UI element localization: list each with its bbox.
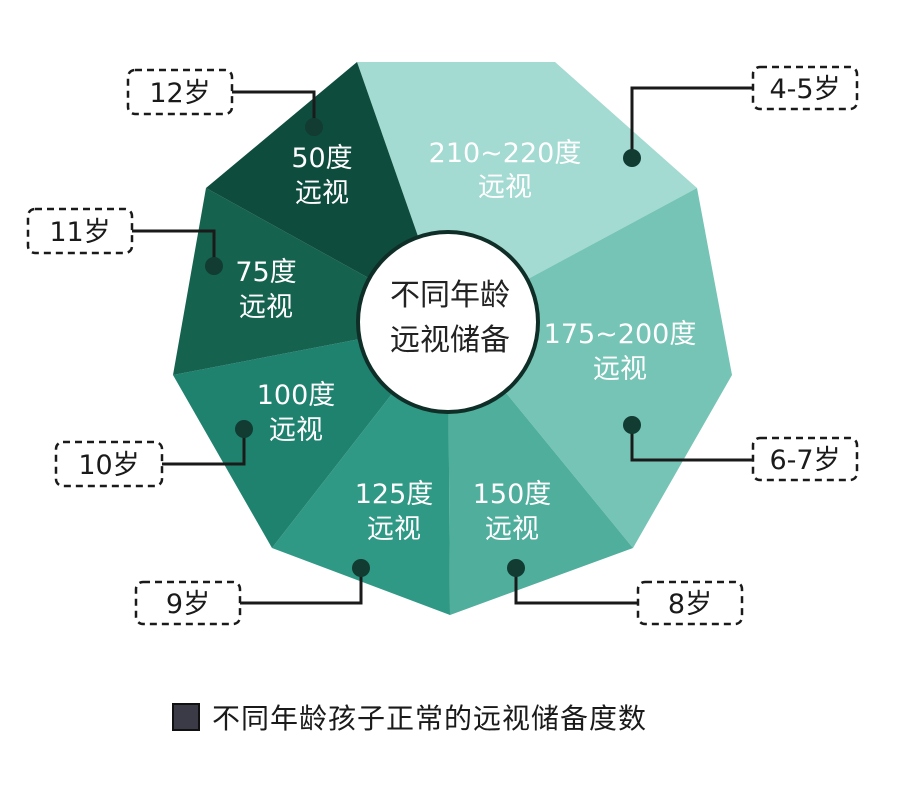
age-box-4-5 (751, 65, 859, 111)
legend-label: 不同年龄孩子正常的远视储备度数 (212, 702, 648, 735)
segment-4-5-degree: 210~220度 (429, 138, 582, 169)
segment-9-unit: 远视 (367, 514, 421, 545)
segment-9-degree: 125度 (355, 479, 434, 510)
age-box-6-7 (751, 436, 859, 482)
leader-8 (514, 568, 638, 605)
dot-12 (305, 118, 323, 136)
age-box-11 (26, 207, 134, 255)
segment-12-degree: 50度 (291, 143, 352, 174)
legend: 不同年龄孩子正常的远视储备度数 (172, 700, 648, 735)
segment-8-unit: 远视 (485, 514, 539, 545)
age-label-10: 10岁 (78, 450, 139, 481)
segment-11-degree: 75度 (235, 257, 296, 288)
segment-12-unit: 远视 (295, 178, 349, 209)
dot-8 (507, 559, 525, 577)
age-box-9 (134, 580, 242, 626)
segment-6-7 (448, 188, 732, 548)
leader-11 (132, 229, 216, 266)
segment-10-degree: 100度 (257, 380, 336, 411)
center-title-line1: 不同年龄 (390, 278, 510, 313)
segment-11-unit: 远视 (239, 292, 293, 323)
age-box-8 (636, 580, 744, 626)
legend-swatch (172, 703, 200, 731)
dot-6-7 (623, 416, 641, 434)
center-title-line2: 远视储备 (390, 323, 510, 358)
age-box-10 (54, 440, 164, 488)
leader-9 (240, 568, 363, 605)
segment-4-5-unit: 远视 (478, 172, 532, 203)
age-label-4-5: 4-5岁 (769, 74, 840, 105)
leader-6-7 (630, 425, 753, 462)
dot-9 (352, 559, 370, 577)
age-label-12: 12岁 (149, 78, 210, 109)
dot-10 (235, 420, 253, 438)
age-label-9: 9岁 (166, 589, 210, 620)
segment-8-degree: 150度 (473, 479, 552, 510)
segment-10-unit: 远视 (269, 415, 323, 446)
segment-6-7-unit: 远视 (593, 354, 647, 385)
dot-4-5 (623, 149, 641, 167)
leader-10 (162, 429, 246, 466)
age-label-6-7: 6-7岁 (769, 445, 840, 476)
center-circle (356, 230, 540, 414)
age-box-12 (126, 68, 234, 116)
dot-11 (205, 257, 223, 275)
leader-12 (232, 90, 316, 127)
age-label-11: 11岁 (49, 217, 110, 248)
age-label-8: 8岁 (668, 589, 712, 620)
leader-4-5 (630, 86, 753, 158)
segment-6-7-degree: 175~200度 (544, 319, 697, 350)
